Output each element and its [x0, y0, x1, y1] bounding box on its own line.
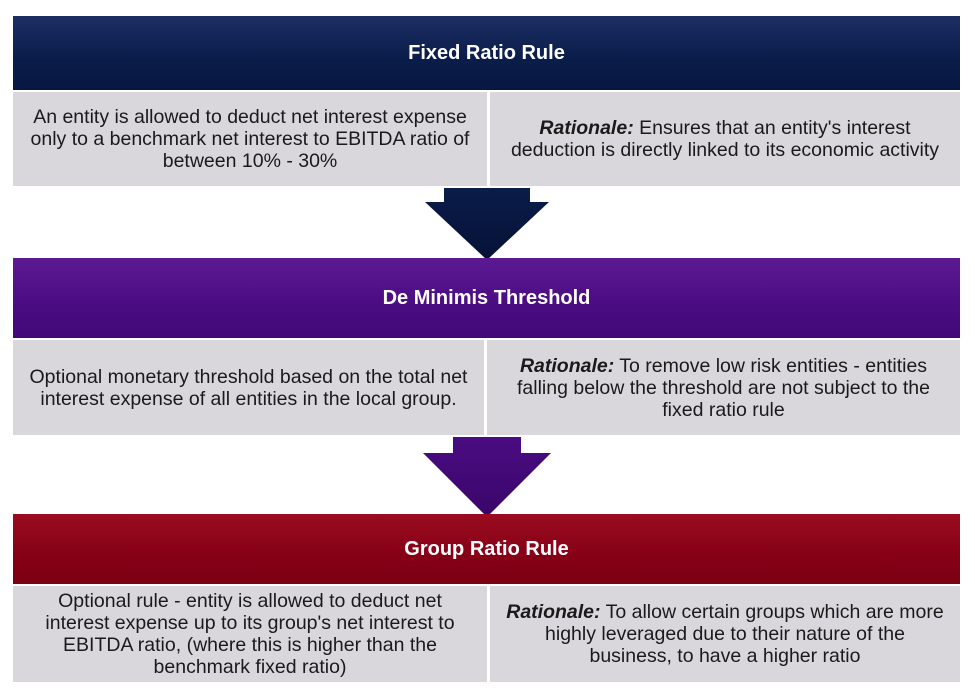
fixed-ratio-description-box: An entity is allowed to deduct net inter… [13, 92, 487, 186]
arrow-down-icon [425, 188, 549, 260]
group-ratio-header: Group Ratio Rule [13, 514, 960, 584]
de-minimis-header: De Minimis Threshold [13, 258, 960, 338]
fixed-ratio-title: Fixed Ratio Rule [408, 41, 565, 64]
fixed-ratio-rationale-label: Rationale: [539, 117, 634, 139]
group-ratio-rationale-text: To allow certain groups which are more h… [545, 601, 944, 667]
de-minimis-rationale-text: To remove low risk entities - entities f… [516, 354, 930, 421]
de-minimis-description-box: Optional monetary threshold based on the… [13, 340, 484, 435]
fixed-ratio-rationale-box: Rationale: Ensures that an entity's inte… [490, 92, 960, 186]
group-ratio-rationale-box: Rationale: To allow certain groups which… [490, 586, 960, 682]
group-ratio-description-box: Optional rule - entity is allowed to ded… [13, 586, 487, 682]
de-minimis-rationale-label: Rationale: [519, 354, 615, 377]
fixed-ratio-header: Fixed Ratio Rule [13, 16, 960, 90]
de-minimis-title: De Minimis Threshold [382, 286, 591, 309]
group-ratio-description: Optional rule - entity is allowed to ded… [45, 590, 455, 678]
de-minimis-rationale-box: Rationale: To remove low risk entities -… [487, 340, 960, 435]
group-ratio-rationale-label: Rationale: [506, 601, 601, 623]
fixed-ratio-rationale: Rationale: Ensures that an entity's inte… [502, 117, 948, 161]
fixed-ratio-rationale-text: Ensures that an entity's interest deduct… [510, 117, 940, 161]
group-ratio-title: Group Ratio Rule [404, 537, 569, 560]
de-minimis-rationale: Rationale: To remove low risk entities -… [499, 355, 948, 421]
group-ratio-rationale: Rationale: To allow certain groups which… [502, 601, 948, 667]
arrow-down-icon [423, 437, 551, 517]
de-minimis-description: Optional monetary threshold based on the… [29, 365, 468, 410]
fixed-ratio-description: An entity is allowed to deduct net inter… [30, 106, 470, 172]
